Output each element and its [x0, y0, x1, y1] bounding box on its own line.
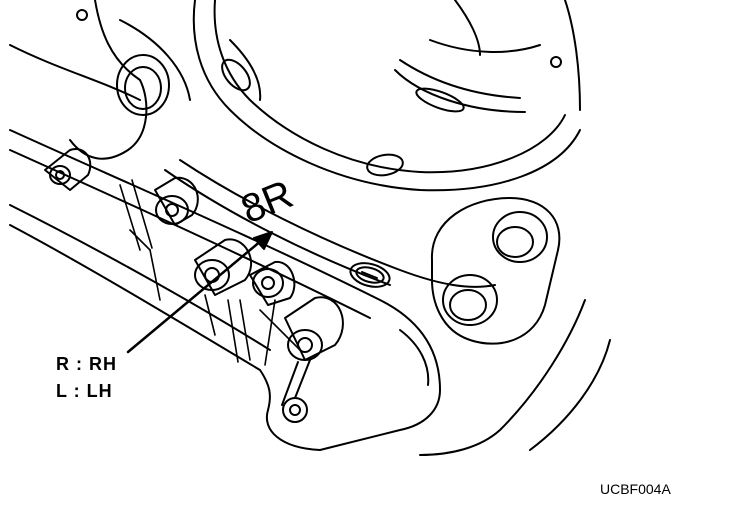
legend-left-hand: L : LH	[56, 381, 113, 401]
housing-bolt-holes	[76, 9, 562, 177]
lower-block-rail	[9, 129, 611, 456]
bolt-bosses	[44, 148, 344, 423]
emblem-icon	[349, 262, 391, 288]
mounting-lug	[430, 197, 561, 345]
leader-arrow	[126, 231, 273, 354]
block-ribs	[119, 179, 301, 366]
legend-right-hand: R : RH	[56, 354, 117, 374]
figure-code: UCBF004A	[600, 481, 671, 497]
